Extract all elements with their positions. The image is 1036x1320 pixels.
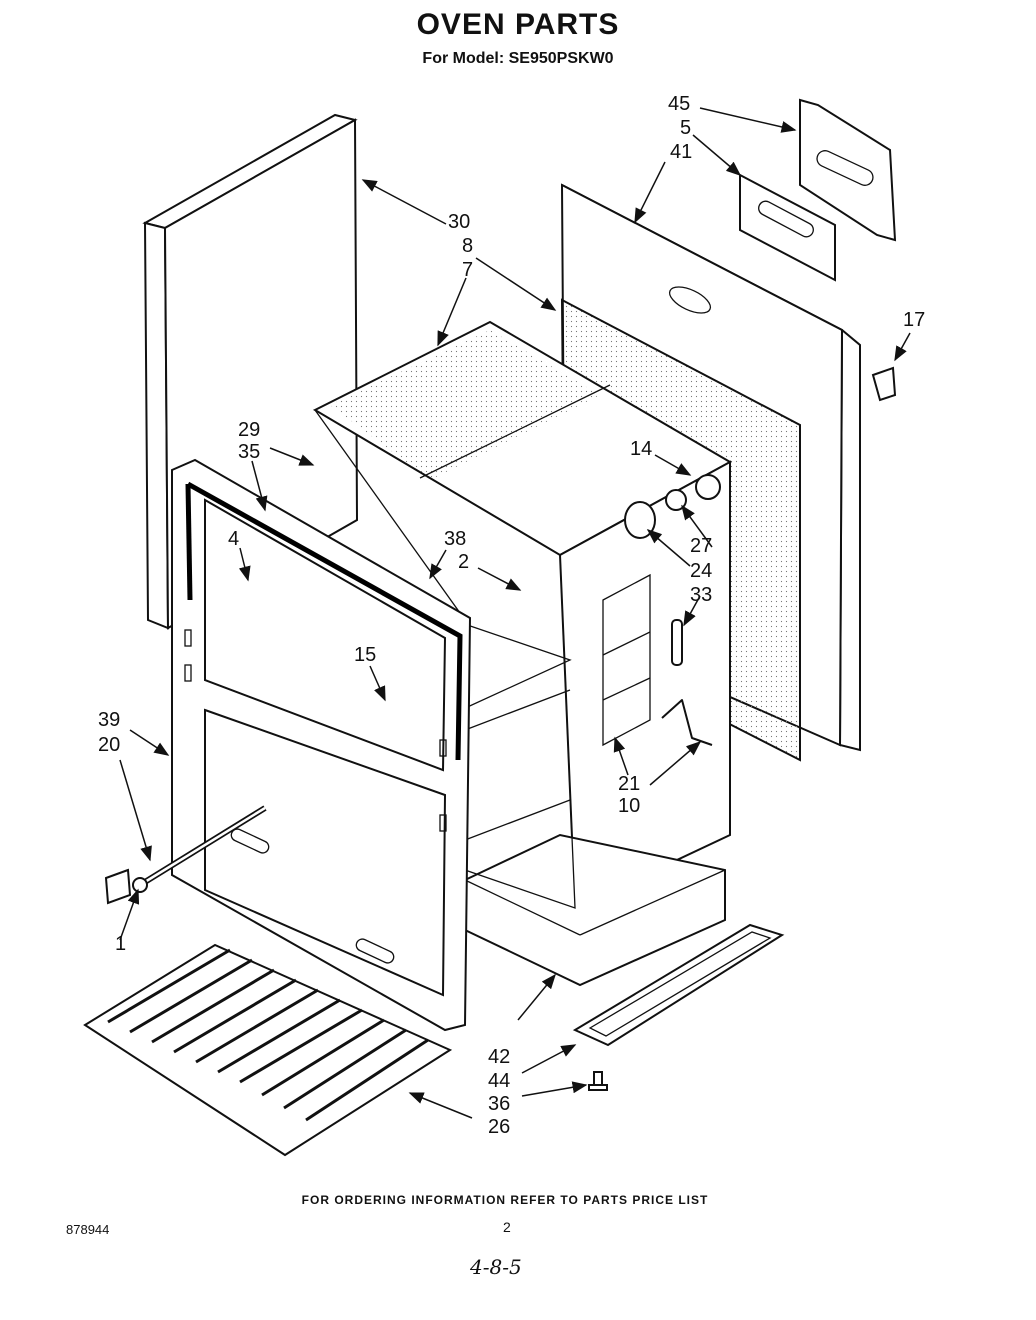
oven-rack — [83, 943, 453, 1157]
handwritten-note: 4-8-5 — [470, 1255, 522, 1279]
callout-36: 36 — [488, 1093, 510, 1115]
clip-17 — [871, 366, 897, 402]
page-title: OVEN PARTS — [416, 8, 620, 41]
hinge-rod — [104, 805, 267, 905]
callout-42: 42 — [488, 1046, 510, 1068]
leveling-leg — [588, 1071, 608, 1091]
callout-17: 17 — [903, 309, 925, 331]
lamp-assembly — [624, 474, 721, 539]
callout-44: 44 — [488, 1070, 510, 1092]
spring-and-wire — [661, 619, 713, 746]
callout-33: 33 — [690, 584, 712, 606]
callout-15: 15 — [354, 644, 376, 666]
document-number: 878944 — [66, 1222, 110, 1237]
callout-labels: 45 5 41 30 8 7 17 29 35 14 4 38 2 27 24 … — [98, 93, 925, 1138]
ordering-note: FOR ORDERING INFORMATION REFER TO PARTS … — [301, 1193, 709, 1207]
callout-10: 10 — [618, 795, 640, 817]
callout-29: 29 — [238, 419, 260, 441]
callout-39: 39 — [98, 709, 120, 731]
callout-7: 7 — [462, 259, 473, 281]
callout-35: 35 — [238, 441, 260, 463]
callout-4: 4 — [228, 528, 239, 550]
callout-45: 45 — [668, 93, 690, 115]
callout-30: 30 — [448, 211, 470, 233]
front-frame — [171, 458, 472, 1032]
callout-5: 5 — [680, 117, 691, 139]
callout-38: 38 — [444, 528, 466, 550]
leader-lines — [119, 107, 911, 1119]
model-subtitle: For Model: SE950PSKW0 — [422, 50, 614, 67]
callout-21: 21 — [618, 773, 640, 795]
vent-brackets — [739, 98, 897, 282]
callout-2: 2 — [458, 551, 469, 573]
callout-41: 41 — [670, 141, 692, 163]
callout-20: 20 — [98, 734, 120, 756]
callout-26: 26 — [488, 1116, 510, 1138]
callout-14: 14 — [630, 438, 652, 460]
page-number: 2 — [503, 1219, 511, 1235]
callout-1: 1 — [115, 933, 126, 955]
callout-8: 8 — [462, 235, 473, 257]
callout-24: 24 — [690, 560, 712, 582]
broiler-pan — [572, 923, 785, 1047]
oven-base — [464, 833, 726, 987]
callout-27: 27 — [690, 535, 712, 557]
